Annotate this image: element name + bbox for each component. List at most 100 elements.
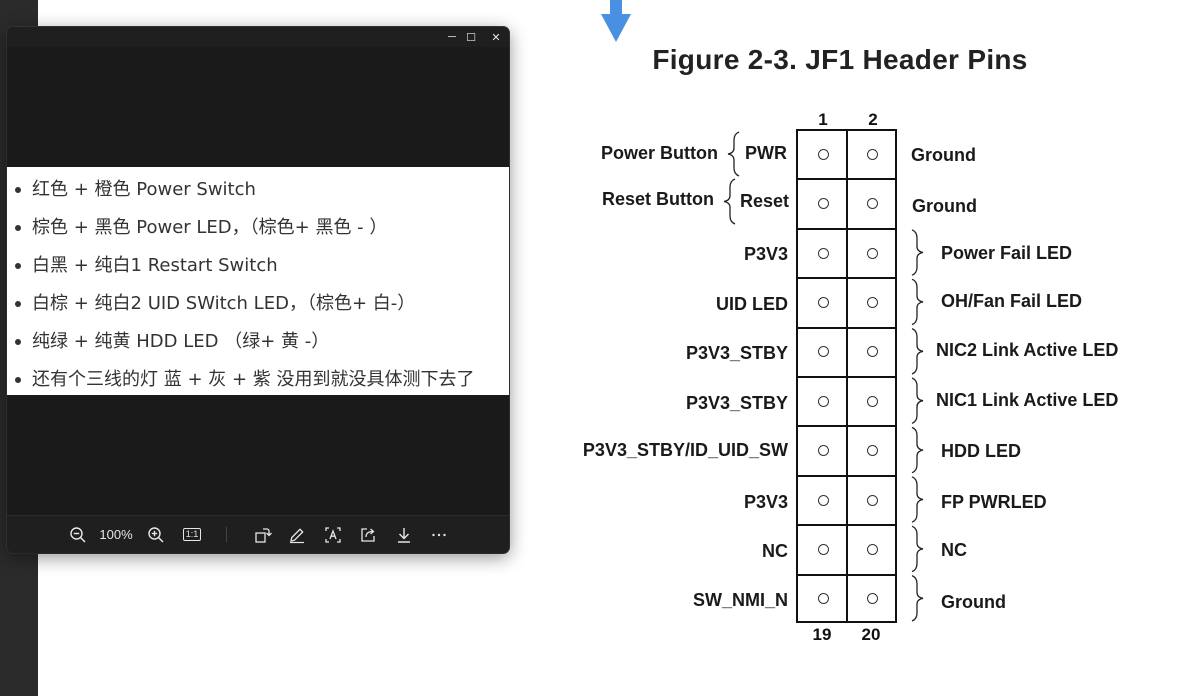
left-pin-label: SW_NMI_N <box>692 590 788 610</box>
right-pin-label: NIC2 Link Active LED <box>936 340 1119 360</box>
list-item: 还有个三线的灯 蓝 + 灰 + 紫 没用到就没具体测下去了 <box>7 361 509 399</box>
pin-number-20: 20 <box>861 625 881 644</box>
minimize-icon: ─ <box>448 31 456 43</box>
left-pin-label: P3V3_STBY/ID_UID_SW <box>582 440 788 460</box>
grid-divider <box>798 376 895 378</box>
grid-divider <box>798 524 895 527</box>
viewer-toolbar: 100% 1:1 <box>7 515 509 553</box>
right-pin-label: FP PWRLED <box>941 492 1047 512</box>
figure-title: Figure 2-3. JF1 Header Pins <box>652 44 1028 75</box>
note-image: 红色 + 橙色 Power Switch 棕色 + 黑色 Power LED，（… <box>7 167 509 395</box>
left-pin-label: UID LED <box>716 294 788 314</box>
zoom-out-icon <box>70 526 86 543</box>
left-pin-label: Reset <box>739 191 789 211</box>
maximize-button[interactable]: ☐ <box>458 27 484 47</box>
left-pin-label: PWR <box>745 143 787 163</box>
pin-number-19: 19 <box>812 625 832 644</box>
pin-hole <box>818 296 829 308</box>
right-pin-label: Ground <box>941 592 1006 612</box>
zoom-out-button[interactable] <box>67 516 89 553</box>
pin-hole <box>818 543 829 555</box>
share-button[interactable] <box>357 516 379 553</box>
bullet-icon <box>15 225 21 231</box>
pin-hole <box>867 247 878 259</box>
pin-hole <box>818 148 829 160</box>
power-button-label: Power Button <box>601 143 718 163</box>
note-text: 红色 + 橙色 Power Switch <box>32 179 256 200</box>
pin-hole <box>818 494 829 506</box>
image-viewer-window[interactable]: ─ ☐ ✕ 红色 + 橙色 Power Switch 棕色 + 黑色 Power… <box>7 27 509 553</box>
zoom-in-button[interactable] <box>145 516 167 553</box>
pin-hole <box>818 445 829 457</box>
left-pin-label: P3V3_STBY <box>685 393 788 413</box>
download-button[interactable] <box>393 516 415 553</box>
grid-divider <box>798 474 895 477</box>
edit-button[interactable] <box>286 516 308 553</box>
close-button[interactable]: ✕ <box>483 27 509 47</box>
list-item: 纯绿 + 纯黄 HDD LED （绿+ 黄 -） <box>7 323 509 361</box>
zoom-in-icon <box>148 526 164 543</box>
bullet-icon <box>15 301 21 307</box>
edit-icon <box>290 527 304 543</box>
pin-hole <box>867 148 878 160</box>
left-pin-label: P3V3 <box>743 492 788 512</box>
bullet-icon <box>15 263 21 269</box>
left-pin-label: P3V3 <box>743 244 788 264</box>
pin-number-1: 1 <box>818 110 828 129</box>
close-icon: ✕ <box>491 31 501 44</box>
right-pin-label: Ground <box>911 145 976 165</box>
left-pin-label: NC <box>762 541 788 561</box>
pin-hole <box>867 494 878 506</box>
reset-button-label: Reset Button <box>602 189 714 209</box>
note-text: 纯绿 + 纯黄 HDD LED （绿+ 黄 -） <box>32 331 330 352</box>
bullet-icon <box>15 339 21 345</box>
pin-hole <box>867 198 878 210</box>
bullet-icon <box>15 377 21 383</box>
grid-divider <box>798 227 895 230</box>
zoom-level: 100% <box>99 527 133 542</box>
brace <box>911 574 924 622</box>
actual-size-button[interactable]: 1:1 <box>181 516 203 553</box>
grid-divider <box>798 425 895 428</box>
brace <box>911 476 924 523</box>
title-bar[interactable]: ─ ☐ ✕ <box>7 27 509 47</box>
grid-divider <box>798 277 895 280</box>
brace <box>911 377 924 425</box>
pin-hole <box>867 296 878 308</box>
brace <box>911 426 924 474</box>
zoom-level-button[interactable]: 100% <box>95 516 137 553</box>
minimize-button[interactable]: ─ <box>439 27 465 47</box>
right-pin-label: Power Fail LED <box>941 243 1073 263</box>
note-text: 白棕 + 纯白2 UID SWitch LED，（棕色+ 白-） <box>32 293 416 314</box>
note-text: 棕色 + 黑色 Power LED，（棕色+ 黑色 - ） <box>32 217 388 238</box>
brace <box>911 229 924 276</box>
note-list: 红色 + 橙色 Power Switch 棕色 + 黑色 Power LED，（… <box>7 167 509 399</box>
brace <box>911 278 924 326</box>
pin-hole <box>867 543 878 555</box>
pin-hole <box>867 593 878 605</box>
more-button[interactable] <box>428 516 450 553</box>
right-pin-label: Ground <box>912 196 977 216</box>
image-canvas[interactable]: 红色 + 橙色 Power Switch 棕色 + 黑色 Power LED，（… <box>7 47 509 516</box>
right-pin-label: NIC1 Link Active LED <box>936 390 1119 410</box>
brace <box>911 525 924 573</box>
grid-divider <box>798 178 895 181</box>
more-icon <box>432 533 446 536</box>
grid-divider <box>798 326 895 329</box>
pin-hole <box>867 395 878 407</box>
list-item: 白棕 + 纯白2 UID SWitch LED，（棕色+ 白-） <box>7 285 509 323</box>
list-item: 白黑 + 纯白1 Restart Switch <box>7 247 509 285</box>
brace <box>911 327 924 375</box>
pin-hole <box>818 593 829 605</box>
rotate-button[interactable] <box>252 516 274 553</box>
ocr-text-button[interactable] <box>322 516 344 553</box>
pin-hole <box>867 445 878 457</box>
maximize-icon: ☐ <box>466 31 476 44</box>
right-pin-label: NC <box>941 540 967 560</box>
actual-size-icon: 1:1 <box>182 528 202 541</box>
down-arrow-icon <box>601 0 631 42</box>
pin-number-2: 2 <box>868 110 878 129</box>
note-text: 白黑 + 纯白1 Restart Switch <box>32 255 278 276</box>
pin-hole <box>818 247 829 259</box>
download-icon <box>398 527 410 543</box>
